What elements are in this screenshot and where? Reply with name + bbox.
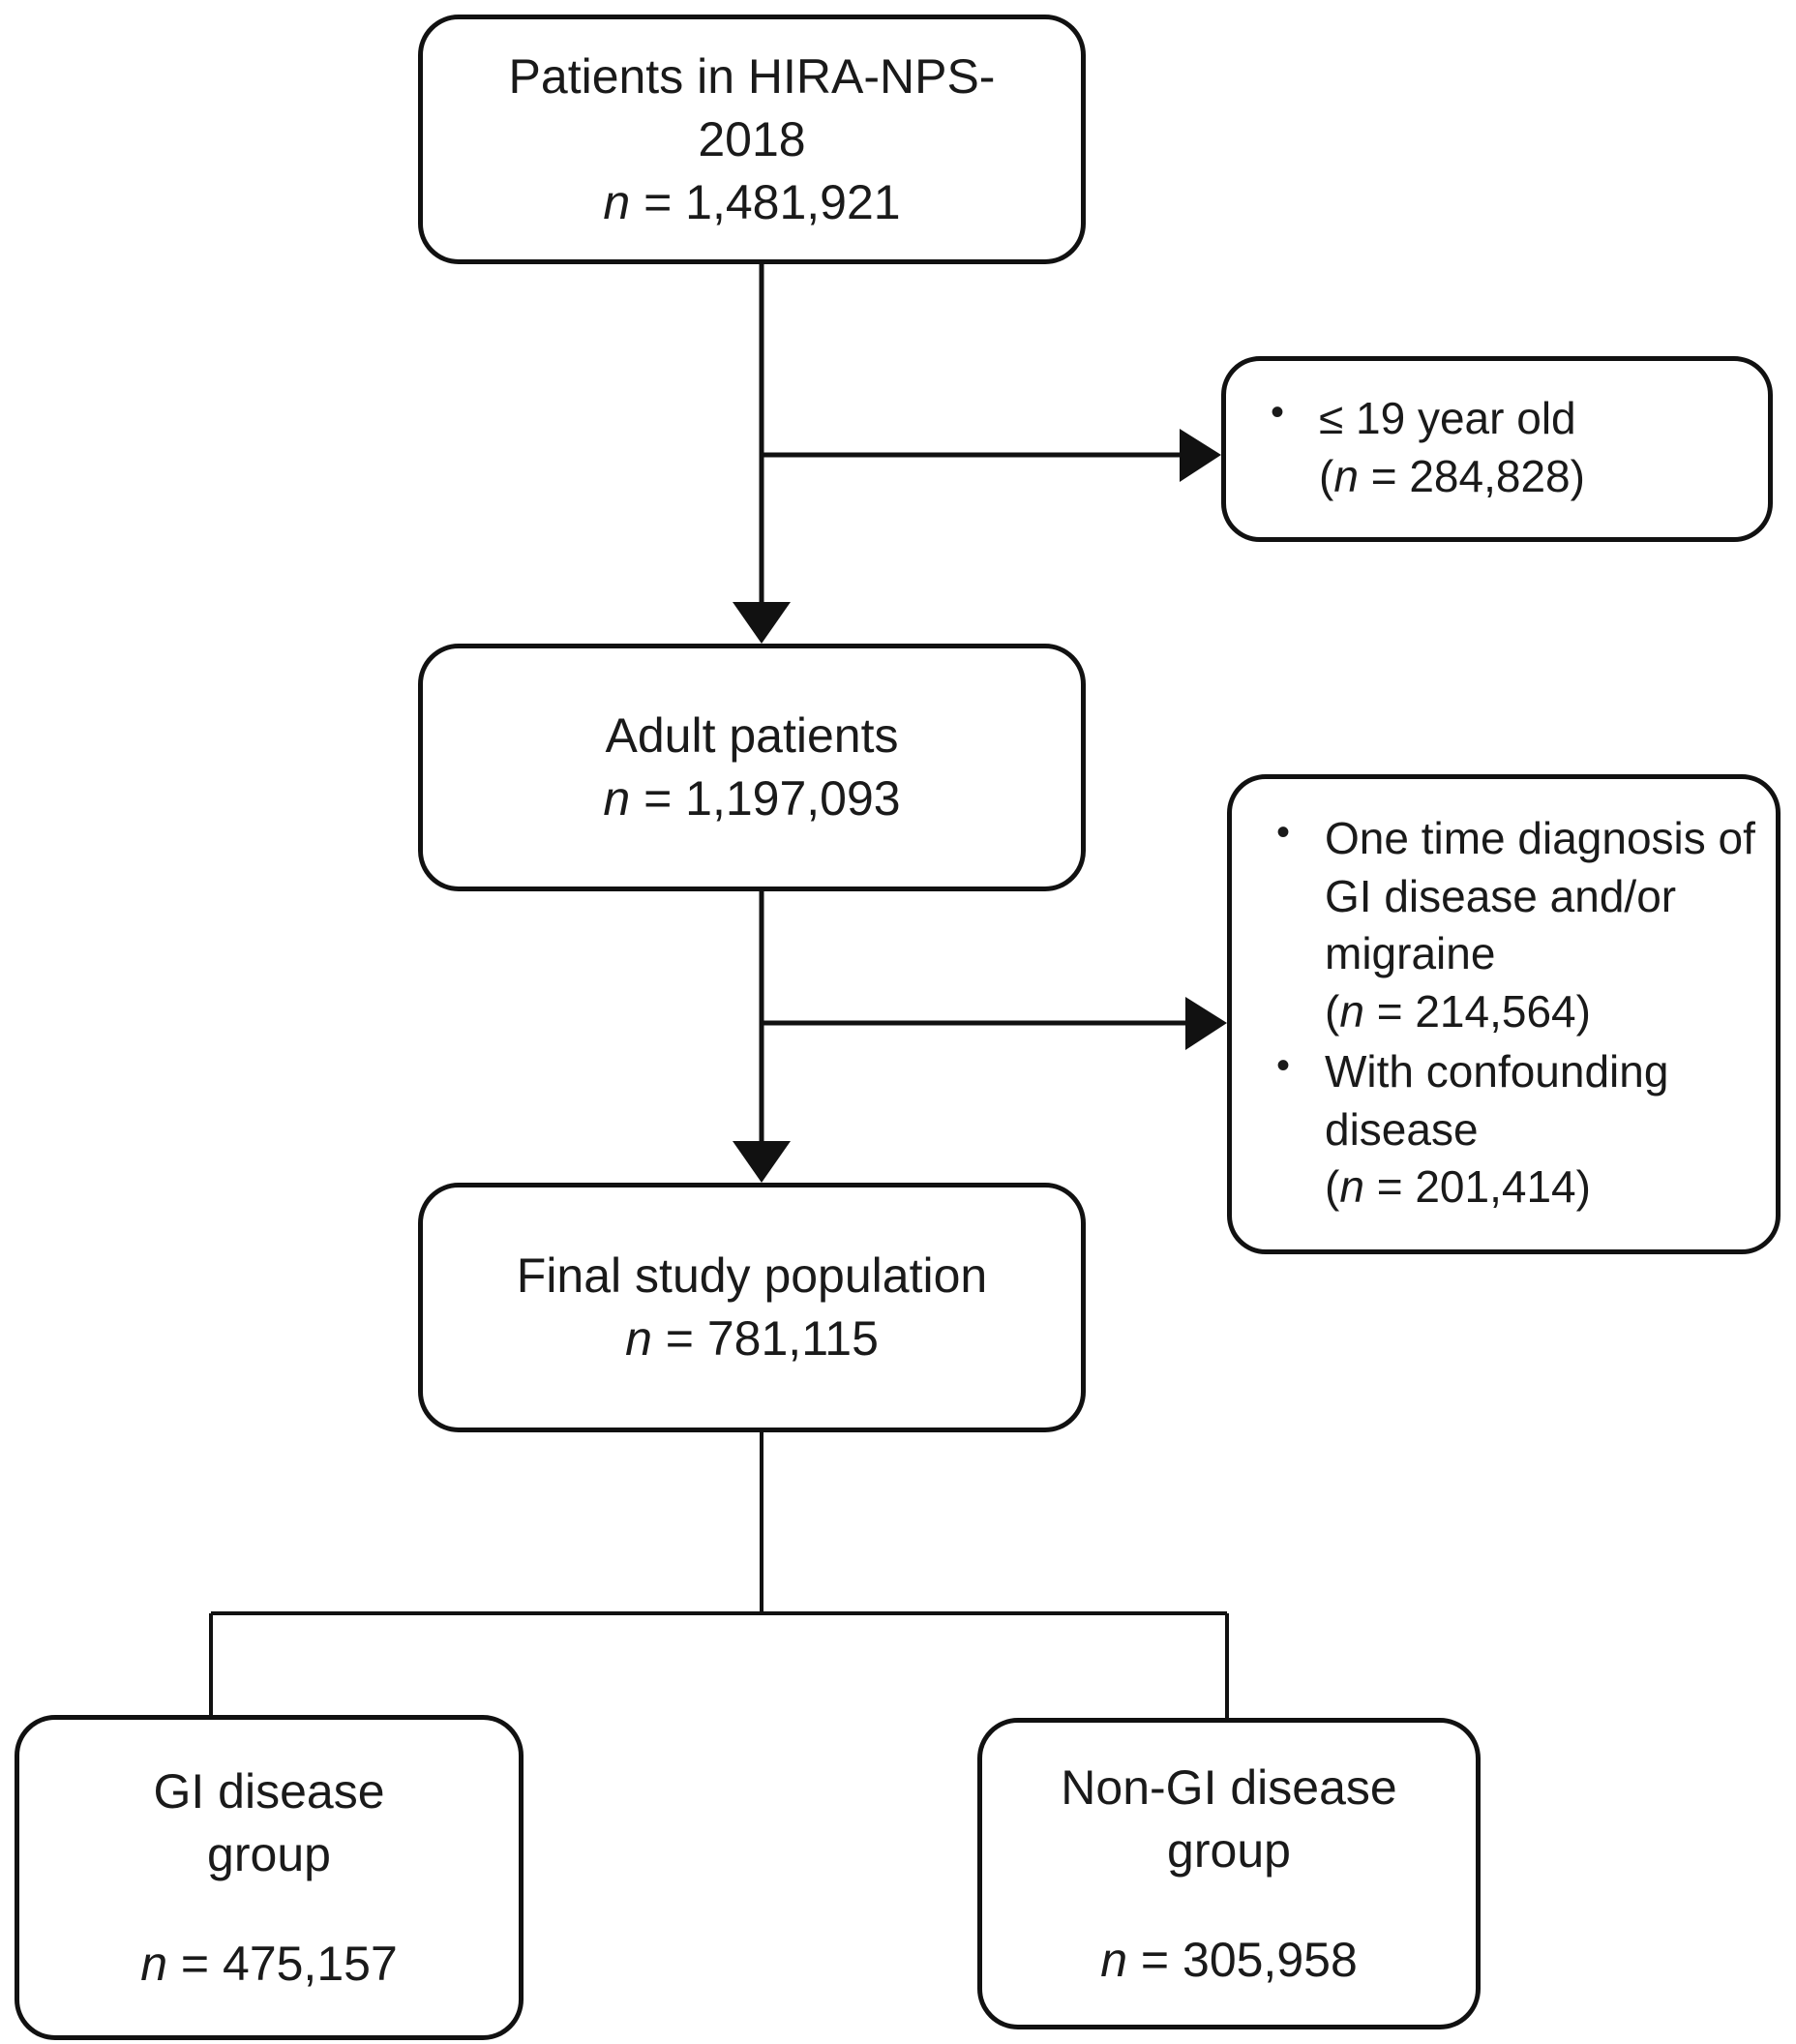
exclusion-age-bullet: ≤ 19 year old (n = 284,828)	[1265, 387, 1751, 506]
exclusion-age-bullet-list: ≤ 19 year old (n = 284,828)	[1226, 387, 1768, 508]
exclusion-other-diagnosis-count-open: (	[1325, 986, 1340, 1037]
node-nongi-count-value: = 305,958	[1127, 1932, 1358, 1987]
exclusion-other-confounding-count-value: = 201,414)	[1363, 1161, 1591, 1213]
node-gi-count-symbol: n	[140, 1936, 168, 1991]
node-non-gi-disease-group: Non-GI disease group n = 305,958	[977, 1718, 1481, 2029]
node-source-population: Patients in HIRA-NPS- 2018 n = 1,481,921	[418, 15, 1086, 264]
exclusion-age-count-value: = 284,828)	[1358, 451, 1585, 501]
node-final-study-population: Final study population n = 781,115	[418, 1183, 1086, 1432]
node-nongi-count: n = 305,958	[1100, 1929, 1358, 1992]
node-source-label-line1: Patients in HIRA-NPS-	[508, 48, 996, 104]
node-adult-patients: Adult patients n = 1,197,093	[418, 644, 1086, 891]
node-final-count: n = 781,115	[625, 1308, 879, 1370]
connector-final-to-split	[209, 1432, 1229, 1721]
node-adults-count-symbol: n	[603, 771, 631, 826]
node-gi-disease-group: GI disease group n = 475,157	[15, 1715, 524, 2040]
node-source-count-value: = 1,481,921	[630, 174, 901, 229]
node-gi-count: n = 475,157	[140, 1933, 398, 1996]
node-nongi-label-line1: Non-GI disease	[1061, 1759, 1397, 1815]
exclusion-other-bullet-diagnosis-count: (n = 214,564)	[1325, 983, 1758, 1041]
node-source-count: n = 1,481,921	[603, 171, 900, 234]
connector-source-to-exclusion-age	[762, 429, 1221, 482]
exclusion-other-confounding-count-open: (	[1325, 1161, 1340, 1213]
exclusion-other-bullet-diagnosis-text: One time diagnosis of GI disease and/or …	[1325, 812, 1755, 979]
exclusion-other-bullet-list: One time diagnosis of GI disease and/or …	[1232, 807, 1776, 1219]
exclusion-other-bullet-confounding-count: (n = 201,414)	[1325, 1158, 1758, 1217]
node-gi-label-line2: group	[207, 1826, 331, 1881]
exclusion-age-bullet-text: ≤ 19 year old	[1319, 393, 1576, 444]
exclusion-age-count-open: (	[1319, 451, 1334, 501]
node-final-label: Final study population	[516, 1248, 988, 1303]
node-nongi-label-line2: group	[1167, 1822, 1291, 1878]
node-final-count-symbol: n	[625, 1311, 652, 1366]
node-adults-count-value: = 1,197,093	[630, 771, 901, 826]
node-exclusion-age: ≤ 19 year old (n = 284,828)	[1221, 356, 1773, 542]
exclusion-other-bullet-confounding-text: With confounding disease	[1325, 1045, 1669, 1155]
exclusion-other-bullet-diagnosis: One time diagnosis of GI disease and/or …	[1271, 807, 1758, 1041]
node-gi-count-value: = 475,157	[167, 1936, 398, 1991]
node-exclusion-other: One time diagnosis of GI disease and/or …	[1227, 774, 1781, 1254]
connector-adults-to-exclusion-other	[762, 997, 1227, 1050]
exclusion-other-confounding-count-symbol: n	[1339, 1161, 1364, 1213]
exclusion-other-diagnosis-count-symbol: n	[1339, 986, 1364, 1037]
node-adults-count: n = 1,197,093	[603, 767, 900, 830]
exclusion-age-count-symbol: n	[1333, 451, 1359, 501]
node-final-count-value: = 781,115	[651, 1311, 879, 1366]
node-nongi-count-symbol: n	[1100, 1932, 1128, 1987]
node-source-label-line2: 2018	[698, 111, 806, 166]
connector-adults-to-final	[733, 891, 791, 1183]
node-source-count-symbol: n	[603, 174, 631, 229]
exclusion-other-diagnosis-count-value: = 214,564)	[1363, 986, 1591, 1037]
exclusion-age-bullet-count: (n = 284,828)	[1319, 448, 1751, 506]
node-adults-label: Adult patients	[605, 708, 899, 763]
node-gi-label-line1: GI disease	[153, 1763, 385, 1819]
connector-source-to-adults	[733, 263, 791, 644]
exclusion-other-bullet-confounding: With confounding disease (n = 201,414)	[1271, 1040, 1758, 1217]
